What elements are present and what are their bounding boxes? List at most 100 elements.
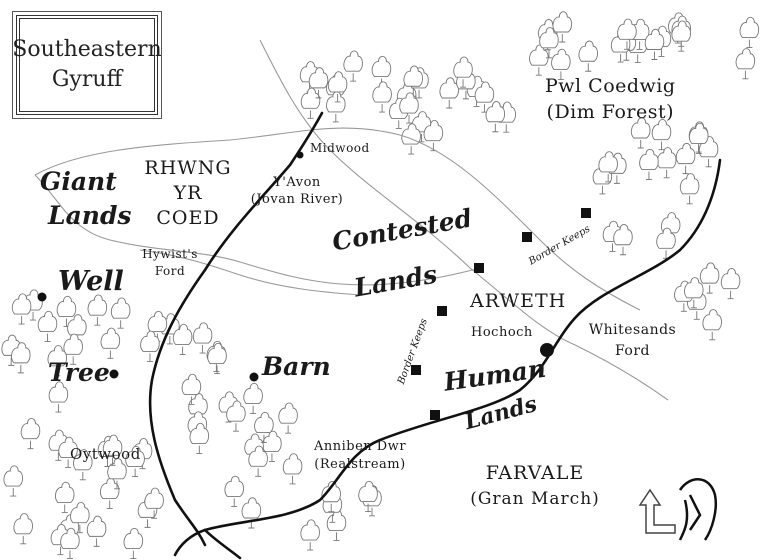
- tree-icon: [551, 48, 571, 80]
- tree-icon: [100, 327, 121, 359]
- borders: [148, 111, 722, 560]
- rhwng-line3: COED: [156, 207, 220, 229]
- forest-name: Pwl Coedwig: [545, 75, 676, 97]
- well-dot: [37, 292, 47, 302]
- forest-alt-name: (Dim Forest): [546, 101, 675, 123]
- tree-icon: [327, 71, 348, 103]
- border-fork: [203, 528, 242, 560]
- keep-marker: [411, 365, 421, 375]
- rhwng-line1: RHWNG: [144, 157, 232, 179]
- tree-icon: [11, 293, 32, 325]
- keep-marker: [522, 232, 532, 242]
- farvale-label: FARVALE (Gran March): [465, 460, 605, 512]
- tree-icon: [651, 118, 672, 151]
- tree-icon: [207, 342, 227, 375]
- midwood-dot: [296, 151, 304, 159]
- tree-icon: [226, 400, 246, 432]
- yavon-river-label: Y'Avon (Jovan River): [242, 174, 352, 208]
- anniben-alt-name: (Realstream): [314, 457, 406, 472]
- tree-icon: [241, 497, 262, 529]
- map-title-line1: Southeastern: [12, 37, 162, 62]
- hywist-ford: Ford: [154, 264, 186, 278]
- tree-icon: [439, 77, 459, 109]
- tree-icon: [326, 509, 347, 541]
- tree-icon: [698, 136, 719, 168]
- tree-icon: [644, 28, 665, 60]
- hochoch-label: Hochoch: [471, 325, 533, 340]
- tree-icon: [282, 453, 303, 485]
- tree-icon: [102, 434, 123, 466]
- river-yavon: [259, 39, 669, 401]
- tree-icon: [358, 480, 378, 513]
- tree-icon: [679, 173, 700, 205]
- north-arrow-icon: [638, 488, 676, 534]
- barn-label: Barn: [262, 352, 331, 381]
- barn-dot: [249, 372, 259, 382]
- tree-icon: [617, 18, 637, 50]
- tree-icon: [552, 11, 572, 43]
- tree-icon: [300, 519, 320, 551]
- midwood-label: Midwood: [310, 141, 370, 155]
- giant-lands-line2: Lands: [48, 201, 132, 230]
- road-giant-lands: [34, 174, 481, 286]
- tree-icon: [300, 87, 321, 119]
- tree-icon: [144, 487, 164, 519]
- rhwng-line2: YR: [173, 182, 203, 204]
- tree-icon: [20, 417, 41, 450]
- road-north: [34, 127, 641, 311]
- map-title-line2: Gyruff: [51, 67, 123, 92]
- tree-icon: [107, 458, 127, 490]
- tree-icon: [720, 268, 741, 300]
- tree-icon: [598, 151, 618, 183]
- whitesands-ford: Ford: [614, 343, 651, 359]
- yavon-name: Y'Avon: [273, 175, 321, 190]
- tree-dot: [109, 369, 119, 379]
- keep-marker: [474, 263, 484, 273]
- tree-icon: [37, 310, 58, 343]
- compass-emblem: [638, 478, 717, 541]
- knot-emblem-icon: [678, 478, 717, 541]
- map-title-box: Southeastern Gyruff: [12, 11, 162, 119]
- tree-label: Tree: [48, 358, 110, 387]
- hywist-name: Hywist's: [142, 247, 198, 261]
- whitesands-ford-label: Whitesands Ford: [585, 320, 680, 362]
- hywist-ford-label: Hywist's Ford: [135, 246, 205, 280]
- tree-icon: [58, 436, 78, 468]
- rhwng-yr-coed-label: RHWNG YR COED: [140, 156, 236, 231]
- tree-icon: [123, 527, 144, 560]
- tree-icon: [656, 147, 677, 179]
- tree-icon: [248, 445, 268, 477]
- keep-marker: [581, 208, 591, 218]
- tree-icon: [56, 295, 77, 327]
- tree-icon: [401, 123, 421, 155]
- tree-icon: [47, 345, 67, 377]
- tree-icon: [702, 309, 722, 341]
- tree-icon: [326, 91, 346, 123]
- keep-marker: [437, 306, 447, 316]
- roads: [34, 39, 669, 401]
- tree-icon: [675, 142, 696, 175]
- forest-label: Pwl Coedwig (Dim Forest): [545, 73, 676, 125]
- tree-icon: [689, 122, 709, 154]
- arweth-label: ARWETH: [470, 290, 567, 312]
- tree-icon: [172, 323, 193, 356]
- farvale-name: FARVALE: [485, 462, 585, 484]
- oytwood-label: Oytwood: [70, 445, 141, 463]
- tree-icon: [308, 67, 329, 99]
- tree-icon: [189, 422, 210, 455]
- border-east: [173, 158, 722, 557]
- tree-icon: [262, 430, 282, 462]
- tree-icon: [485, 101, 506, 133]
- tree-icon: [278, 402, 298, 434]
- anniben-name: Anniben Dwr: [313, 439, 407, 454]
- tree-icon: [539, 27, 559, 59]
- tree-icon: [11, 342, 31, 374]
- tree-icon: [343, 50, 363, 82]
- giant-lands-line1: Giant: [40, 167, 117, 196]
- tree-icon: [684, 277, 704, 309]
- road-hywist: [139, 249, 361, 296]
- tree-icon: [13, 513, 33, 545]
- tree-icon: [474, 81, 495, 113]
